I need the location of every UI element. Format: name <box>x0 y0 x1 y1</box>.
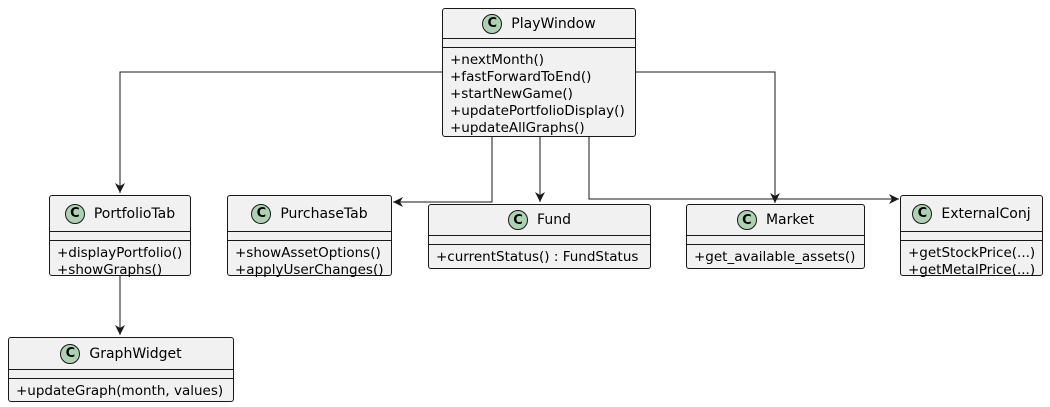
attributes-compartment <box>50 232 190 241</box>
class-header: C PurchaseTab <box>228 196 391 232</box>
method: +fastForwardToEnd() <box>450 69 592 85</box>
attributes-compartment <box>443 39 635 48</box>
method: +get_available_assets() <box>694 249 856 265</box>
class-c-icon: C <box>251 203 272 224</box>
class-header: C PortfolioTab <box>50 196 190 232</box>
methods-compartment: +updateGraph(month, values) <box>9 379 233 400</box>
arrow-playwindow-to-portfoliotab <box>115 71 442 193</box>
attributes-compartment <box>429 236 650 245</box>
class-c-icon: C <box>482 13 503 34</box>
class-box-externalconj[interactable]: C ExternalConj +getStockPrice(...) +getM… <box>900 195 1043 279</box>
class-name: PurchaseTab <box>280 205 368 222</box>
method: +updatePortfolioDisplay() <box>450 103 625 119</box>
attributes-compartment <box>901 232 1042 241</box>
class-name: GraphWidget <box>89 345 182 362</box>
method: +nextMonth() <box>450 52 545 68</box>
arrow-playwindow-to-externalconj <box>588 137 899 204</box>
class-box-playwindow[interactable]: C PlayWindow +nextMonth() +fastForwardTo… <box>442 8 636 137</box>
class-c-icon: C <box>508 210 529 230</box>
class-box-purchasetab[interactable]: C PurchaseTab +showAssetOptions() +apply… <box>227 195 392 279</box>
class-box-portfoliotab[interactable]: C PortfolioTab +displayPortfolio() +show… <box>49 195 191 279</box>
methods-compartment: +showAssetOptions() +applyUserChanges() <box>228 241 391 279</box>
methods-compartment: +currentStatus() : FundStatus <box>429 245 650 266</box>
class-c-icon: C <box>64 203 85 224</box>
class-name: Fund <box>537 212 571 228</box>
class-box-graphwidget[interactable]: C GraphWidget +updateGraph(month, values… <box>8 337 234 402</box>
methods-compartment: +nextMonth() +fastForwardToEnd() +startN… <box>443 48 635 137</box>
class-name: Market <box>765 212 815 228</box>
attributes-compartment <box>9 370 233 379</box>
attributes-compartment <box>228 232 391 241</box>
class-name: PortfolioTab <box>93 205 176 222</box>
class-header: C Fund <box>429 205 650 236</box>
class-header: C Market <box>687 205 864 236</box>
class-c-icon: C <box>912 203 933 224</box>
attributes-compartment <box>687 236 864 245</box>
class-c-icon: C <box>736 210 757 230</box>
methods-compartment: +get_available_assets() <box>687 245 864 266</box>
method: +getStockPrice(...) <box>908 245 1036 261</box>
method: +showAssetOptions() <box>235 245 381 261</box>
methods-compartment: +getStockPrice(...) +getMetalPrice(...) <box>901 241 1042 279</box>
method: +currentStatus() : FundStatus <box>436 249 639 265</box>
class-name: PlayWindow <box>511 15 596 32</box>
method: +showGraphs() <box>57 262 163 278</box>
method: +startNewGame() <box>450 86 573 102</box>
method: +updateGraph(month, values) <box>16 383 224 399</box>
class-header: C GraphWidget <box>9 338 233 370</box>
method: +applyUserChanges() <box>235 262 384 278</box>
class-c-icon: C <box>60 343 81 364</box>
method: +updateAllGraphs() <box>450 120 585 136</box>
class-header: C ExternalConj <box>901 196 1042 232</box>
class-box-market[interactable]: C Market +get_available_assets() <box>686 204 865 269</box>
arrow-playwindow-to-purchasetab <box>393 137 493 207</box>
method: +getMetalPrice(...) <box>908 262 1036 278</box>
method: +displayPortfolio() <box>57 245 183 261</box>
class-header: C PlayWindow <box>443 9 635 39</box>
methods-compartment: +displayPortfolio() +showGraphs() <box>50 241 190 279</box>
class-box-fund[interactable]: C Fund +currentStatus() : FundStatus <box>428 204 651 269</box>
arrow-playwindow-to-market <box>636 71 780 203</box>
class-name: ExternalConj <box>941 205 1031 222</box>
